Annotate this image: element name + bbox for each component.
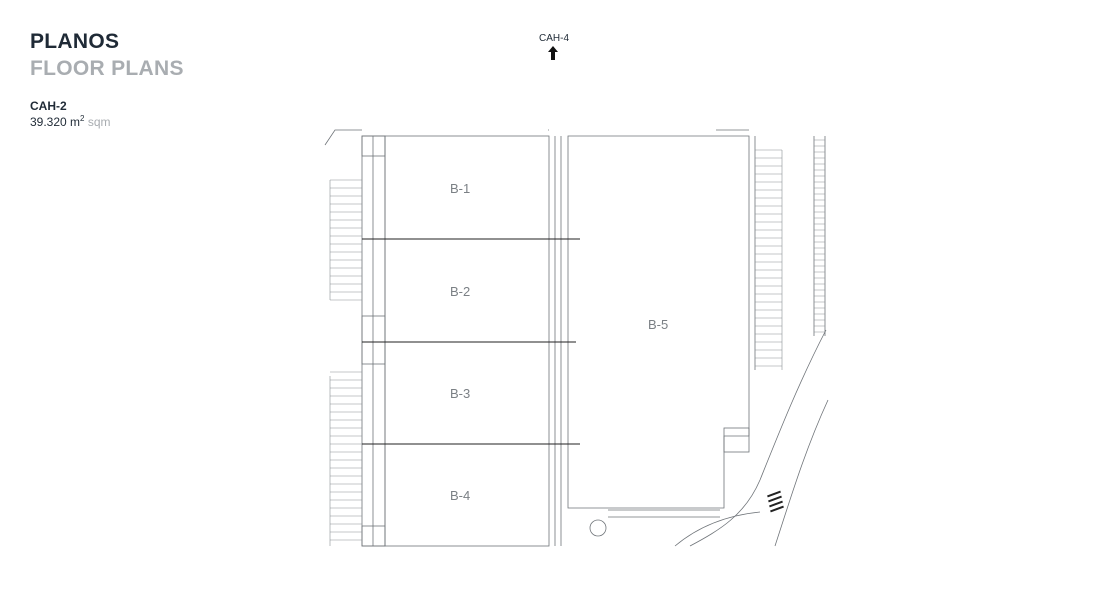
site-area: 39.320 m2 sqm <box>30 114 111 129</box>
unit-label-b2: B-2 <box>450 284 470 299</box>
arrow-up-icon <box>548 46 558 60</box>
site-area-unit-en: sqm <box>87 115 111 129</box>
building-left <box>384 135 550 547</box>
page-title: PLANOS <box>30 30 120 53</box>
road-curve-1 <box>689 329 827 547</box>
office-block-3 <box>361 525 386 547</box>
road-curve-3 <box>674 511 761 547</box>
office-block-4 <box>723 427 750 453</box>
site-area-unit-power: 2 <box>80 114 85 123</box>
unit-label-b1: B-1 <box>450 181 470 196</box>
site-area-unit: m <box>70 115 81 129</box>
office-block-1 <box>361 135 386 157</box>
site-name: CAH-2 <box>30 99 67 113</box>
north-indicator-label: CAH-4 <box>539 33 570 44</box>
road-curve-2 <box>774 399 829 547</box>
zebra-crossing <box>767 490 784 513</box>
facade-strip-left <box>361 135 386 547</box>
office-block-2 <box>361 315 386 365</box>
site-area-value: 39.320 <box>30 115 67 129</box>
unit-label-b5: B-5 <box>648 317 668 332</box>
unit-label-b4: B-4 <box>450 488 470 503</box>
roundabout <box>589 519 607 537</box>
page-subtitle: FLOOR PLANS <box>30 57 184 80</box>
unit-label-b3: B-3 <box>450 386 470 401</box>
